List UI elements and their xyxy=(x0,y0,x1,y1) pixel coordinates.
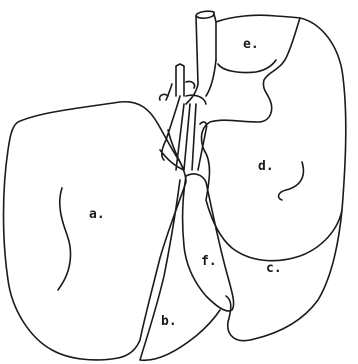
label-d: d. xyxy=(258,160,274,173)
label-c: c. xyxy=(266,262,282,275)
vessel-branches xyxy=(160,64,207,170)
label-b: b. xyxy=(161,315,177,328)
lobe-e-inner xyxy=(218,60,276,73)
label-f: f. xyxy=(201,255,217,268)
lobe-a-crease xyxy=(58,188,71,290)
lobe-e-outline xyxy=(216,15,300,96)
lobe-d-outline xyxy=(202,96,342,261)
lobe-a-outline xyxy=(4,102,187,360)
lobe-d-notch xyxy=(279,162,304,200)
lobe-c-outline xyxy=(226,18,346,341)
vessel-top xyxy=(196,11,214,18)
label-e: e. xyxy=(243,38,259,51)
label-a: a. xyxy=(89,208,105,221)
vessel-top-walls xyxy=(196,14,216,84)
